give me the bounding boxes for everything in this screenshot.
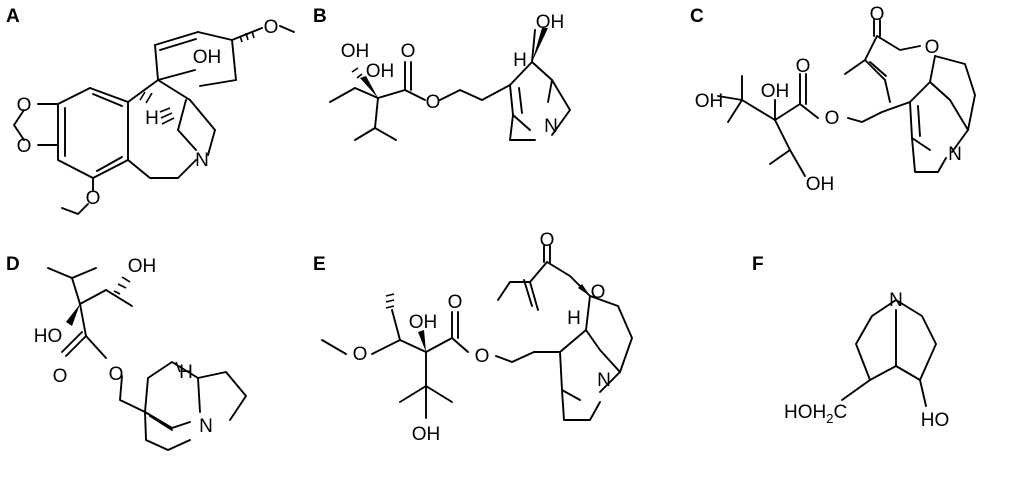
- atom-e-o-ring: O: [591, 282, 606, 303]
- panel-label-b: B: [313, 6, 327, 27]
- atom-e-o-ester: O: [475, 346, 490, 367]
- atom-f-hoh2c: HOH2C: [784, 402, 847, 426]
- atom-a-oh: OH: [193, 47, 222, 68]
- atom-c-oh1: OH: [695, 91, 724, 112]
- atom-a-o1: O: [17, 95, 32, 116]
- structure-b: OH H N OH OH O O: [329, 12, 571, 141]
- atom-a-o2: O: [17, 136, 32, 157]
- panel-d: D OH HO O O H N: [6, 254, 247, 451]
- atom-d-ho: HO: [34, 326, 63, 347]
- atom-c-n: N: [948, 144, 962, 165]
- structure-f: N HOH2C HO: [784, 290, 949, 431]
- atom-c-o-carbonyl1: O: [870, 4, 885, 25]
- atom-d-oh1: OH: [128, 256, 157, 277]
- atom-b-oh1: OH: [341, 41, 370, 62]
- atom-a-h: H: [145, 108, 159, 129]
- panel-b: B OH H N OH OH O: [313, 6, 571, 141]
- atom-f-ho: HO: [921, 410, 950, 431]
- atom-c-o-ring: O: [925, 37, 940, 58]
- atom-e-o-methoxy: O: [353, 344, 368, 365]
- atom-e-o-carbonyl1: O: [540, 230, 555, 251]
- atom-f-n: N: [889, 290, 903, 311]
- atom-b-oh-top: OH: [536, 12, 565, 33]
- atom-a-n: N: [195, 150, 209, 171]
- atom-b-n: N: [544, 116, 558, 137]
- atom-d-o-carbonyl: O: [53, 366, 68, 387]
- panel-label-a: A: [6, 6, 20, 27]
- atom-d-h: H: [179, 362, 193, 383]
- atom-c-o-ester: O: [825, 108, 840, 129]
- atom-e-n: N: [597, 370, 611, 391]
- atom-b-oh2: OH: [366, 61, 395, 82]
- atom-c-oh3: OH: [806, 174, 835, 195]
- atom-b-o-carbonyl: O: [401, 41, 416, 62]
- atom-d-o-ester: O: [109, 364, 124, 385]
- atom-e-o-carbonyl2: O: [448, 292, 463, 313]
- panel-c: C: [690, 4, 976, 195]
- structure-d: OH HO O O H N: [34, 256, 247, 451]
- panel-a: A: [6, 6, 295, 215]
- atom-b-h: H: [513, 50, 527, 71]
- structure-e: O O O OH O O H N OH: [321, 230, 633, 445]
- aromatic-ring-a: [57, 87, 129, 179]
- atom-c-o-carbonyl2: O: [796, 56, 811, 77]
- panel-label-e: E: [313, 254, 326, 275]
- atom-d-n: N: [199, 416, 213, 437]
- atom-e-oh1: OH: [409, 312, 438, 333]
- panel-label-f: F: [752, 254, 764, 275]
- atom-b-o-ester: O: [426, 92, 441, 113]
- panel-f: F N HOH2C HO: [752, 254, 949, 431]
- structure-a: O O O O OH H N: [13, 17, 295, 215]
- panel-label-d: D: [6, 254, 20, 275]
- atom-e-oh2: OH: [412, 424, 441, 445]
- atom-a-o3: O: [86, 188, 101, 209]
- structure-c: O O OH OH O O N OH: [695, 4, 976, 195]
- panel-label-c: C: [690, 6, 704, 27]
- atom-e-h: H: [567, 308, 581, 329]
- panel-e: E: [313, 230, 633, 445]
- atom-a-o4: O: [264, 17, 279, 38]
- atom-c-oh2: OH: [761, 81, 790, 102]
